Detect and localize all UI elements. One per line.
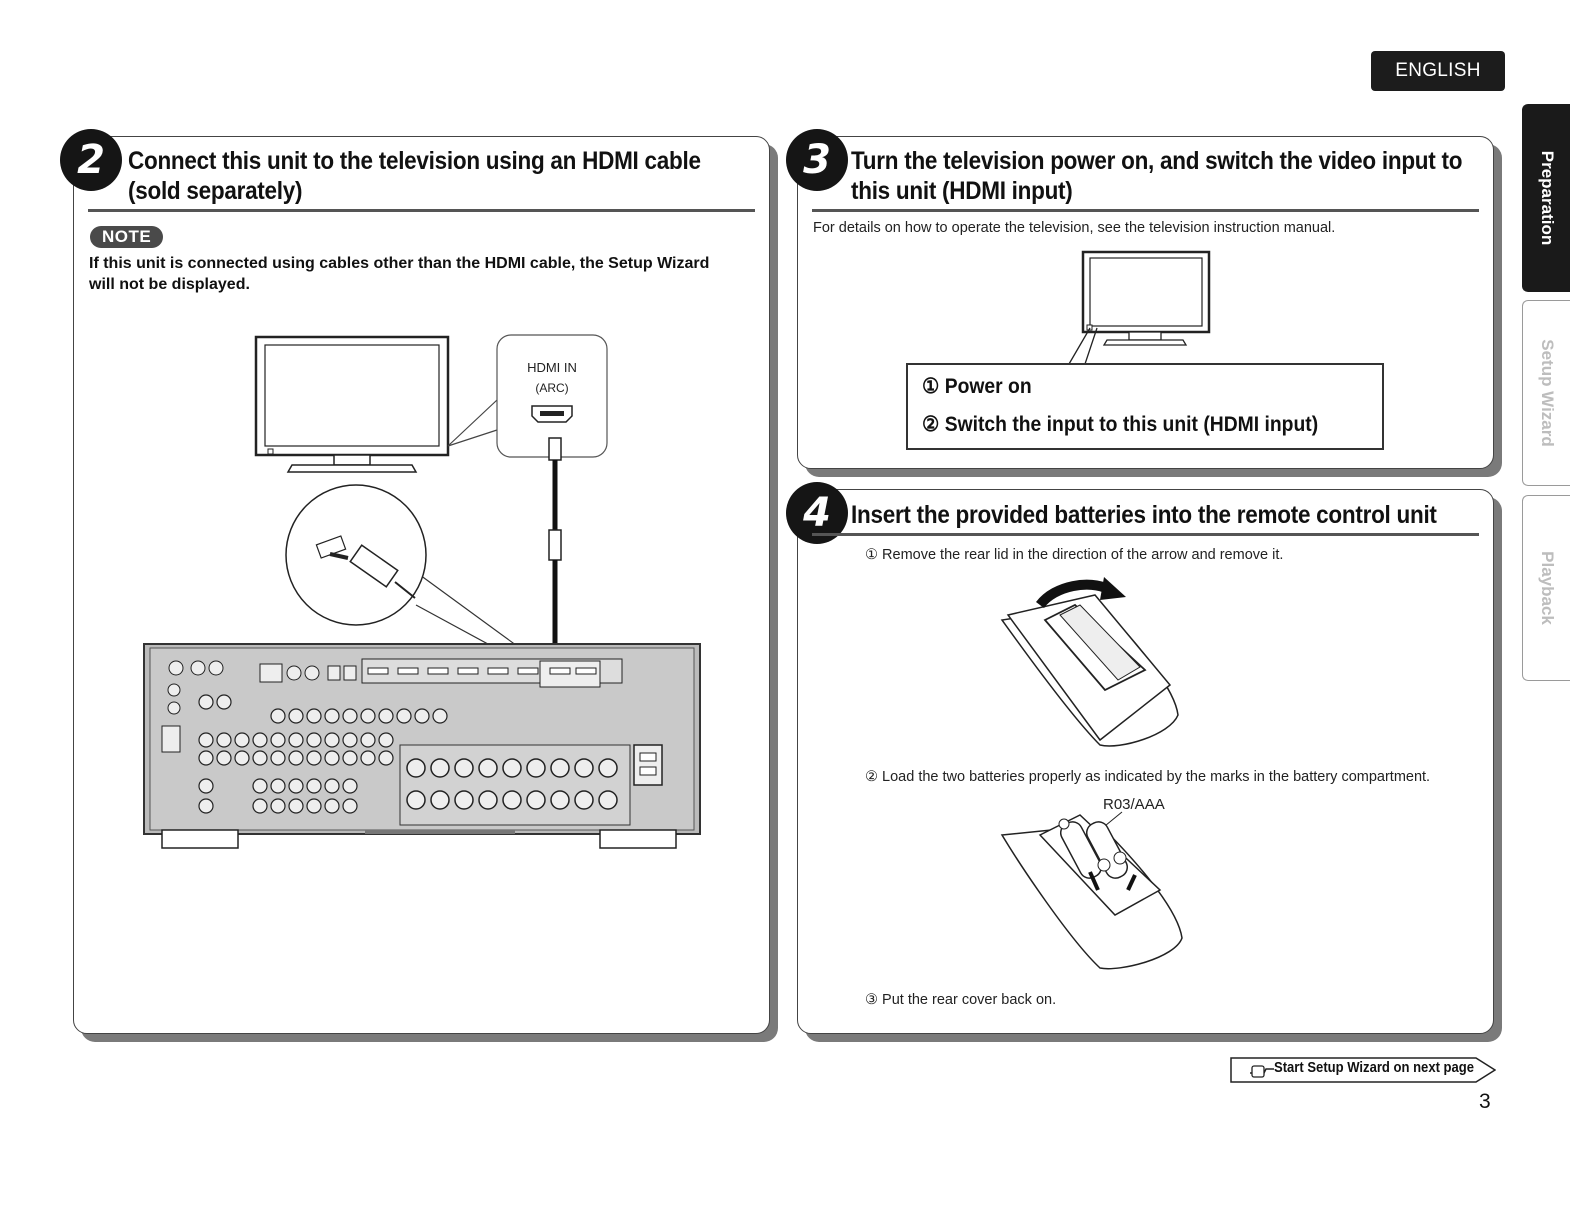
- battery-step-1: ① Remove the rear lid in the direction o…: [865, 547, 1284, 563]
- step4-title-rule: [812, 533, 1479, 536]
- tab-playback-label: Playback: [1537, 551, 1557, 625]
- step4-title: Insert the provided batteries into the r…: [851, 501, 1437, 529]
- next-page-arrow-frame: [1230, 1057, 1496, 1083]
- remote-lid-illustration: [1000, 577, 1179, 747]
- hdmi-in-label: HDMI IN: [527, 360, 577, 375]
- instruction-power-on: ① Power on: [922, 375, 1032, 398]
- tab-setup-wizard-label: Setup Wizard: [1537, 339, 1557, 447]
- tab-preparation-label: Preparation: [1537, 150, 1557, 246]
- step3-number: 3: [786, 129, 848, 191]
- page-number: 3: [1479, 1090, 1491, 1113]
- battery-step-2: ② Load the two batteries properly as ind…: [865, 769, 1431, 785]
- step2-title-line1: Connect this unit to the television usin…: [128, 147, 701, 175]
- step3-title-line1: Turn the television power on, and switch…: [851, 147, 1463, 175]
- hdmi-connection-illustration: HDMI IN (ARC): [143, 334, 701, 849]
- television-illustration: [254, 335, 450, 473]
- step2-title-line2: (sold separately): [128, 177, 303, 205]
- tab-preparation[interactable]: Preparation: [1522, 104, 1570, 292]
- tab-setup-wizard[interactable]: Setup Wizard: [1522, 300, 1570, 486]
- av-receiver-rear-panel: [143, 643, 701, 849]
- step2-panel: [73, 136, 770, 1034]
- hdmi-arc-label: (ARC): [535, 381, 568, 395]
- hdmi-in-callout: HDMI IN (ARC): [447, 334, 608, 458]
- next-page-label: Start Setup Wizard on next page: [1274, 1060, 1475, 1076]
- language-badge: ENGLISH: [1371, 51, 1505, 91]
- step2-number: 2: [60, 129, 122, 191]
- plug-detail-callout: [285, 484, 551, 676]
- hdmi-cable: [548, 437, 562, 672]
- next-page-link[interactable]: Start Setup Wizard on next page: [1230, 1057, 1496, 1083]
- note-text-line2: will not be displayed.: [89, 276, 250, 293]
- remote-batteries-illustration: R03/AAA: [1000, 796, 1183, 970]
- instruction-switch-input: ② Switch the input to this unit (HDMI in…: [922, 413, 1319, 436]
- television-small-illustration: [1068, 250, 1211, 365]
- tv-instructions-box: ① Power on ② Switch the input to this un…: [906, 363, 1384, 450]
- step3-title-rule: [812, 209, 1479, 212]
- battery-type-label: R03/AAA: [1103, 796, 1165, 813]
- step2-title-rule: [88, 209, 755, 212]
- step3-title-line2: this unit (HDMI input): [851, 177, 1073, 205]
- note-text-line1: If this unit is connected using cables o…: [89, 255, 710, 272]
- step3-description: For details on how to operate the televi…: [813, 220, 1336, 236]
- note-badge: NOTE: [90, 226, 164, 248]
- battery-step-3: ③ Put the rear cover back on.: [865, 992, 1057, 1008]
- tab-playback[interactable]: Playback: [1522, 495, 1570, 681]
- pointing-hand-icon: [1250, 1065, 1274, 1078]
